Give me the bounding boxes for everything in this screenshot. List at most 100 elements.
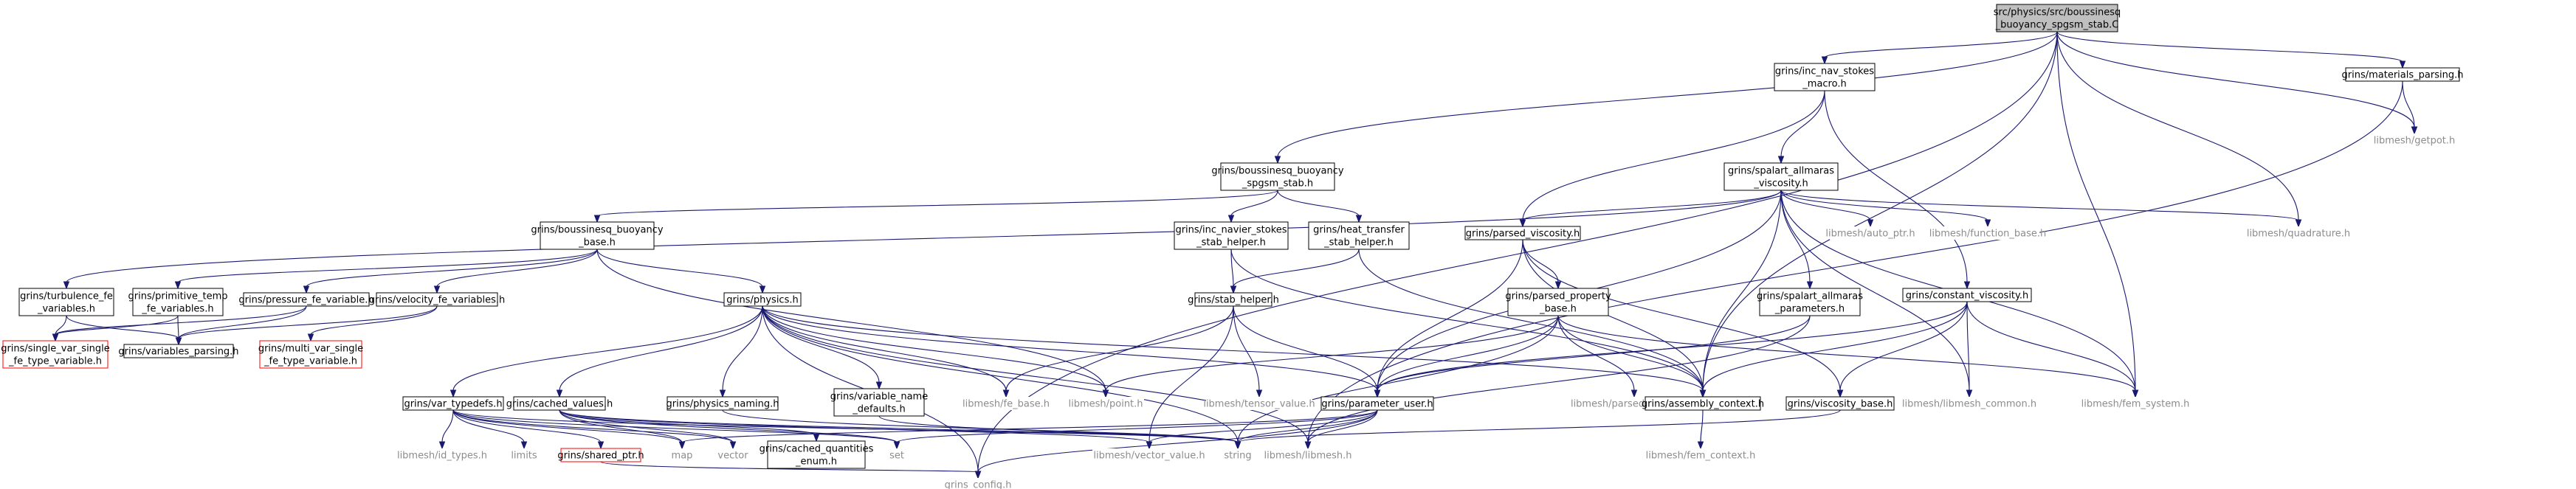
node-idtypes: libmesh/id_types.h — [397, 448, 487, 462]
node-label-line: grins/cached_quantities — [760, 444, 874, 455]
node-constvisc[interactable]: grins/constant_viscosity.h — [1902, 288, 2032, 302]
node-label-line: _enum.h — [795, 457, 837, 468]
edge-arrowhead — [1984, 219, 1991, 228]
node-label-line: libmesh/id_types.h — [397, 451, 487, 462]
dependency-edge — [1966, 301, 2136, 392]
node-label-line: grins/inc_nav_stokes — [1775, 66, 1874, 77]
edge-arrowhead — [1806, 281, 1814, 290]
node-label-line: grins/turbulence_fe — [20, 291, 113, 302]
node-physics[interactable]: grins/physics.h — [723, 292, 802, 307]
node-pressfe[interactable]: grins/pressure_fe_variable.h — [238, 292, 374, 307]
node-label-line: grins/inc_navier_stokes — [1175, 225, 1287, 236]
node-saparams[interactable]: grins/spalart_allmaras_parameters.h — [1757, 288, 1863, 316]
node-assembly[interactable]: grins/assembly_context.h — [1642, 396, 1764, 411]
node-label-line: grins/var_typedefs.h — [404, 399, 502, 410]
node-physnaming[interactable]: grins/physics_naming.h — [667, 396, 779, 411]
dependency-edge — [1966, 301, 1970, 392]
dependency-edge — [559, 409, 734, 443]
node-label-line: _fe_type_variable.h — [264, 356, 357, 367]
node-varparse[interactable]: grins/variables_parsing.h — [118, 344, 239, 358]
dependency-edge — [1307, 409, 1378, 443]
node-viscbase[interactable]: grins/viscosity_base.h — [1785, 396, 1895, 411]
node-ppbase[interactable]: grins/parsed_property_base.h — [1505, 288, 1611, 316]
edge-arrowhead — [450, 389, 457, 398]
dependency-edge — [55, 315, 179, 336]
node-cqenum[interactable]: grins/cached_quantities _enum.h — [760, 440, 874, 469]
node-label-line: grins/constant_viscosity.h — [1906, 291, 2029, 302]
node-matparse[interactable]: grins/materials_parsing.h — [2342, 67, 2464, 82]
edge-arrowhead — [593, 215, 601, 223]
node-label-line: grins/materials_parsing.h — [2342, 70, 2464, 81]
node-multivar[interactable]: grins/multi_var_single_fe_type_variable.… — [258, 340, 363, 369]
node-spgsm[interactable]: grins/boussinesq_buoyancy_spgsm_stab.h — [1211, 162, 1344, 191]
node-box — [513, 396, 606, 411]
node-label-line: libmesh/getpot.h — [2374, 136, 2456, 147]
node-incnsmacro[interactable]: grins/inc_nav_stokes_macro.h — [1774, 63, 1876, 91]
node-label-line: grins/multi_var_single — [258, 344, 363, 355]
node-box — [243, 292, 370, 307]
node-box — [2252, 226, 2345, 240]
node-autoptr: libmesh/auto_ptr.h — [1825, 226, 1915, 240]
node-box — [402, 448, 483, 462]
node-parsedvisc[interactable]: grins/parsed_viscosity.h — [1464, 226, 1581, 240]
node-bbase[interactable]: grins/boussinesq_buoyancy_base.h — [531, 221, 664, 250]
node-box — [714, 448, 751, 462]
node-box — [1220, 162, 1335, 191]
dependency-edge — [1230, 249, 1234, 288]
node-getpot: libmesh/getpot.h — [2374, 133, 2456, 147]
edge-arrowhead — [52, 333, 59, 342]
edge-arrowhead — [174, 281, 182, 290]
dependency-edge — [596, 249, 763, 288]
node-box — [2377, 133, 2451, 147]
node-funcbase: libmesh/function_base.h — [1929, 226, 2046, 240]
node-box — [1759, 288, 1861, 316]
node-point: libmesh/point.h — [1067, 397, 1144, 410]
node-paramuser[interactable]: grins/parameter_user.h — [1320, 396, 1434, 411]
node-label-line: grins/variable_name — [830, 392, 928, 403]
dependency-edge — [1700, 409, 1704, 443]
node-box — [833, 388, 925, 417]
edge-arrowhead — [1697, 441, 1704, 450]
node-incnsstab[interactable]: grins/inc_navier_stokes_stab_helper.h — [1174, 221, 1289, 250]
node-main[interactable]: src/physics/src/boussinesq_buoyancy_spgs… — [1994, 4, 2121, 32]
node-label-line: grins/spalart_allmaras — [1757, 291, 1863, 302]
edge-arrowhead — [520, 441, 528, 450]
dependency-edge — [55, 305, 307, 336]
node-box — [1218, 448, 1258, 462]
node-sharedptr[interactable]: grins/shared_ptr.h — [557, 448, 644, 462]
node-savisc[interactable]: grins/spalart_allmaras_viscosity.h — [1723, 162, 1839, 191]
edge-arrowhead — [2399, 60, 2406, 69]
node-label-line: src/physics/src/boussinesq — [1994, 7, 2121, 18]
node-box — [18, 288, 114, 316]
edge-arrowhead — [2411, 126, 2418, 135]
edge-arrowhead — [303, 285, 310, 294]
dependency-edge — [762, 305, 1106, 392]
edge-arrowhead — [1554, 281, 1562, 290]
node-box — [1206, 397, 1312, 410]
node-htstab[interactable]: grins/heat_transfer_stab_helper.h — [1308, 221, 1410, 250]
node-vartypedefs[interactable]: grins/var_typedefs.h — [402, 396, 504, 411]
node-cachedvals[interactable]: grins/cached_values.h — [506, 396, 613, 411]
dependency-edge — [762, 305, 1239, 443]
node-varname[interactable]: grins/variable_name_defaults.h — [830, 388, 928, 417]
node-label-line: _defaults.h — [852, 404, 905, 415]
dependency-edge — [66, 190, 1782, 283]
node-box — [1194, 292, 1272, 307]
node-femsys: libmesh/fem_system.h — [2081, 397, 2189, 410]
edge-arrowhead — [1256, 389, 1263, 398]
node-singlevar[interactable]: grins/single_var_single_fe_type_variable… — [1, 340, 110, 369]
node-label-line: grins/physics.h — [726, 295, 798, 306]
dependency-edge — [1377, 301, 1968, 392]
node-febase: libmesh/fe_base.h — [962, 397, 1050, 410]
node-primtemp[interactable]: grins/primitive_temp_fe_variables.h — [128, 288, 228, 316]
node-label-line: limits — [511, 451, 537, 462]
dependency-edge — [441, 409, 454, 443]
node-label-line: libmesh/point.h — [1068, 399, 1143, 410]
node-stabhelper[interactable]: grins/stab_helper.h — [1188, 292, 1279, 307]
node-turbfe[interactable]: grins/turbulence_fe_variables.h — [18, 288, 114, 316]
dependency-edge — [452, 409, 898, 443]
edge-arrowhead — [307, 333, 314, 342]
node-velfe[interactable]: grins/velocity_fe_variables.h — [369, 292, 506, 307]
node-box — [402, 396, 504, 411]
